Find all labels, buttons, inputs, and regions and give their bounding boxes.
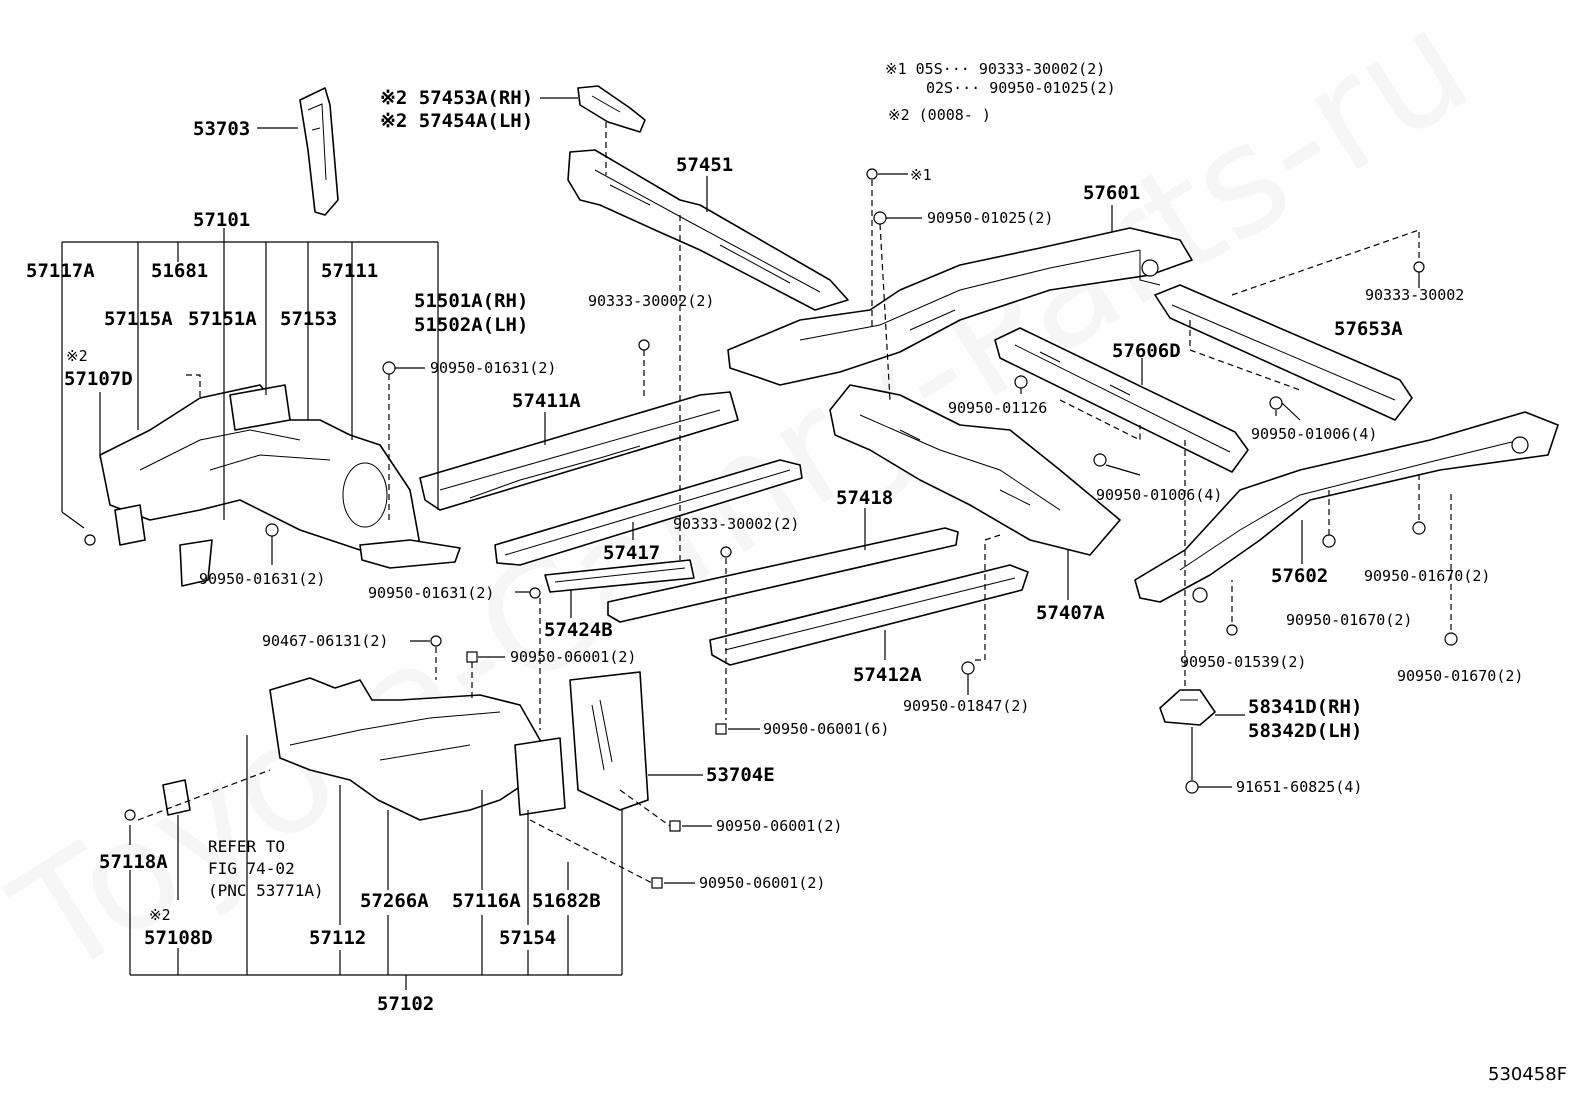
label-57417: 57417 [603,542,660,564]
label-90950-01670-a: 90950-01670(2) [1364,567,1490,585]
part-57424b-drawing [544,559,695,593]
label-57602: 57602 [1271,565,1328,587]
label-90950-06001-a: 90950-06001(2) [510,648,636,666]
label-57606d: 57606D [1112,340,1181,362]
label-90333-30002-a: 90333-30002(2) [588,292,714,310]
callout-labels: 53703 ※2 57453A(RH) ※2 57454A(LH) 57451 … [26,60,1567,1085]
label-57118a: 57118A [99,851,168,873]
label-57116a: 57116A [452,890,521,912]
label-90950-01631-b: 90950-01631(2) [199,570,325,588]
part-53703-drawing [299,87,339,216]
label-57108d-mark: ※2 [149,906,171,924]
refer-line-1: REFER TO [208,837,285,856]
label-57108d: 57108D [144,927,213,949]
label-57153: 57153 [280,308,337,330]
label-57653a: 57653A [1334,318,1403,340]
label-51682b: 51682B [532,890,601,912]
label-57112: 57112 [309,927,366,949]
note-1-line-2: 02S··· 90950-01025(2) [926,79,1116,97]
label-57407a: 57407A [1036,602,1105,624]
catalog-number: 530458F [1488,1064,1567,1085]
label-57266a: 57266A [360,890,429,912]
label-57117a: 57117A [26,260,95,282]
label-58342d: 58342D(LH) [1248,720,1362,742]
label-90950-06001-b: 90950-06001(2) [716,817,842,835]
part-57453a-drawing [577,85,646,133]
label-90333-30002-c: 90333-30002 [1365,286,1464,304]
label-57601: 57601 [1083,182,1140,204]
label-90950-01006-a: 90950-01006(4) [1251,425,1377,443]
label-90950-01631-a: 90950-01631(2) [430,359,556,377]
label-57151a: 57151A [188,308,257,330]
label-57107d: 57107D [64,368,133,390]
note-1-line-1: ※1 05S··· 90333-30002(2) [885,60,1105,78]
label-51501a: 51501A(RH) [414,290,528,312]
label-90950-01670-b: 90950-01670(2) [1286,611,1412,629]
label-57111: 57111 [321,260,378,282]
label-90467-06131: 90467-06131(2) [262,632,388,650]
label-57115a: 57115A [104,308,173,330]
label-90950-06001-6: 90950-06001(6) [763,720,889,738]
leader-lines [61,97,1452,990]
label-57418: 57418 [836,487,893,509]
label-90950-01847: 90950-01847(2) [903,697,1029,715]
label-57451: 57451 [676,154,733,176]
part-57418-drawing [607,527,959,623]
label-51681: 51681 [151,260,208,282]
label-57107d-mark: ※2 [66,347,88,365]
label-90950-06001-c: 90950-06001(2) [699,874,825,892]
part-57606d-drawing [994,327,1249,473]
label-90950-01670-c: 90950-01670(2) [1397,667,1523,685]
part-57602-drawing [1134,411,1559,603]
label-57412a: 57412A [853,664,922,686]
part-57407a-drawing [829,384,1121,556]
label-57154: 57154 [499,927,556,949]
label-90950-01539: 90950-01539(2) [1180,653,1306,671]
label-90950-01006-b: 90950-01006(4) [1096,486,1222,504]
part-57601-drawing [727,227,1193,386]
label-51502a: 51502A(LH) [414,314,528,336]
label-90950-01631-c: 90950-01631(2) [368,584,494,602]
label-90333-30002-b: 90333-30002(2) [673,515,799,533]
label-57411a: 57411A [512,390,581,412]
label-57102: 57102 [377,993,434,1015]
part-57417-drawing [494,459,803,566]
part-58341d-drawing [1159,689,1216,726]
label-57424b: 57424B [544,619,613,641]
label-58341d: 58341D(RH) [1248,696,1362,718]
part-57411a-drawing [419,391,739,511]
label-90950-01025: 90950-01025(2) [927,209,1053,227]
label-57453a: ※2 57453A(RH) [380,87,533,109]
refer-line-3: (PNC 53771A) [208,881,324,900]
label-91651-60825: 91651-60825(4) [1236,778,1362,796]
part-57653a-drawing [1154,284,1413,421]
label-53704e: 53704E [706,764,775,786]
label-x1: ※1 [910,166,932,184]
label-90950-01126: 90950-01126 [948,399,1047,417]
label-57454a: ※2 57454A(LH) [380,110,533,132]
part-57451-drawing [567,149,849,311]
label-53703: 53703 [193,118,250,140]
part-57102-group-drawing [124,671,649,821]
label-57101: 57101 [193,209,250,231]
refer-line-2: FIG 74-02 [208,859,295,878]
note-2: ※2 (0008- ) [888,106,991,124]
part-57412a-drawing [709,564,1029,666]
part-57101-group-drawing [84,384,461,587]
